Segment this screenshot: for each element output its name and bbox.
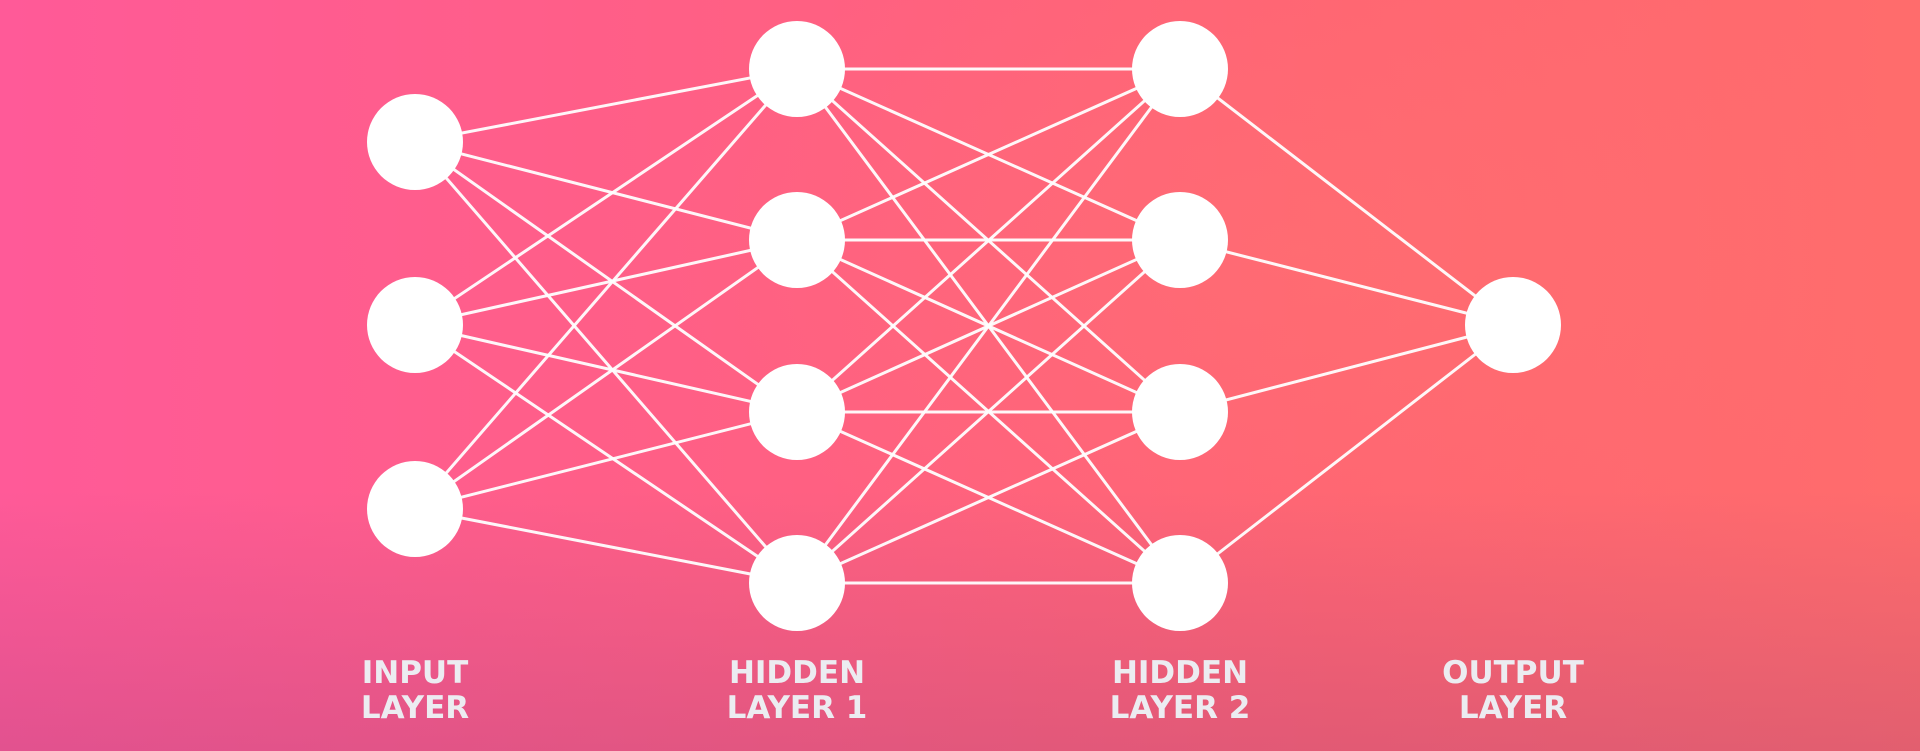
hidden-layer-2-label: HIDDEN LAYER 2	[1109, 655, 1251, 726]
input-node-2	[367, 277, 463, 373]
connection-hidden-1-4-to-hidden-2-1	[795, 67, 1182, 585]
connection-input-3-to-hidden-1-1	[413, 67, 799, 511]
hidden-2-node-3	[1132, 364, 1228, 460]
nodes-group	[367, 21, 1561, 631]
hidden-2-node-2	[1132, 192, 1228, 288]
connection-input-2-to-hidden-1-3	[413, 323, 799, 414]
output-layer-label: OUTPUT LAYER	[1442, 655, 1584, 726]
edges-group	[413, 67, 1515, 585]
connection-hidden-1-3-to-hidden-2-1	[795, 67, 1182, 414]
input-node-1	[367, 94, 463, 190]
connection-input-1-to-hidden-1-1	[413, 67, 799, 144]
connection-hidden-2-2-to-output-1	[1178, 238, 1515, 327]
connection-input-2-to-hidden-1-1	[413, 67, 799, 327]
connection-input-2-to-hidden-1-2	[413, 238, 799, 327]
connection-input-1-to-hidden-1-2	[413, 140, 799, 242]
input-node-3	[367, 461, 463, 557]
connection-input-2-to-hidden-1-4	[413, 323, 799, 585]
connection-hidden-2-4-to-output-1	[1178, 323, 1515, 585]
connection-input-1-to-hidden-1-4	[413, 140, 799, 585]
hidden-1-node-3	[749, 364, 845, 460]
connection-input-3-to-hidden-1-4	[413, 507, 799, 585]
output-node-1	[1465, 277, 1561, 373]
hidden-1-node-2	[749, 192, 845, 288]
connection-hidden-1-2-to-hidden-2-1	[795, 67, 1182, 242]
hidden-2-node-4	[1132, 535, 1228, 631]
connection-input-3-to-hidden-1-3	[413, 410, 799, 511]
connection-input-3-to-hidden-1-2	[413, 238, 799, 511]
hidden-1-node-1	[749, 21, 845, 117]
connection-hidden-1-4-to-hidden-2-2	[795, 238, 1182, 585]
hidden-layer-1-label: HIDDEN LAYER 1	[726, 655, 868, 726]
connection-hidden-2-3-to-output-1	[1178, 323, 1515, 414]
connection-input-1-to-hidden-1-3	[413, 140, 799, 414]
hidden-2-node-1	[1132, 21, 1228, 117]
input-layer-label: INPUT LAYER	[360, 655, 470, 726]
connection-hidden-2-1-to-output-1	[1178, 67, 1515, 327]
hidden-1-node-4	[749, 535, 845, 631]
connection-hidden-1-4-to-hidden-2-3	[795, 410, 1182, 585]
